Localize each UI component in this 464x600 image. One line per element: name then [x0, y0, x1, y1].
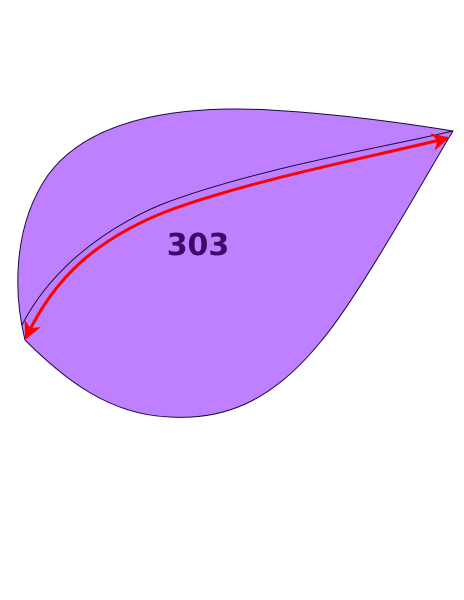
measurement-label: 303 — [167, 228, 230, 263]
measurement-arrow — [24, 133, 450, 340]
leaf-shape — [17, 108, 454, 418]
